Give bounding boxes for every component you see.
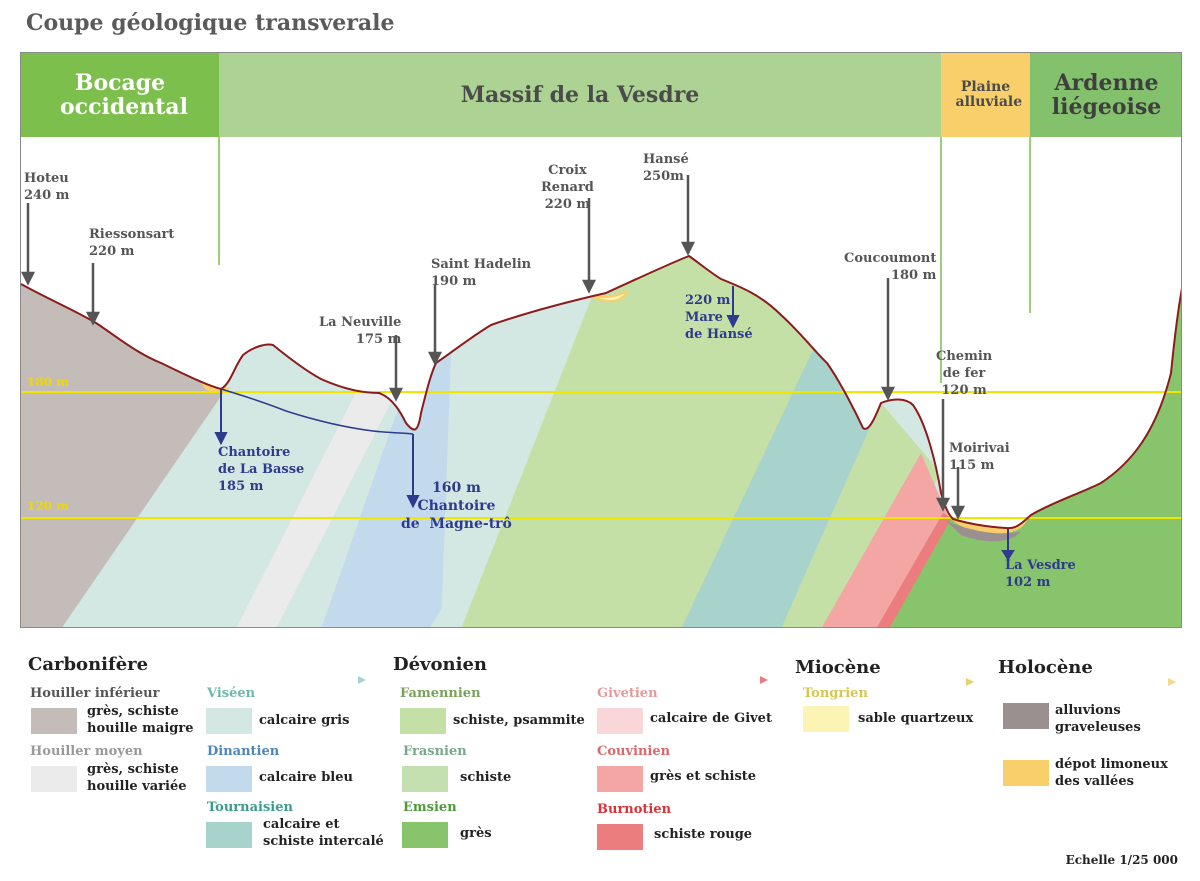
legend-text-frasnien: schiste: [460, 770, 512, 785]
legend-label-couvinien: Couvinien: [597, 744, 671, 759]
level-180: 180 m: [27, 375, 69, 389]
legend-text-viseen: calcaire gris: [259, 713, 350, 728]
legend-text-burnotien: schiste rouge: [654, 827, 753, 842]
level-120: 120 m: [27, 499, 69, 513]
swatch-couvinien: [597, 766, 643, 792]
legend-text-famennien: schiste, psammite: [453, 713, 585, 728]
legend-text-dinantien: calcaire bleu: [259, 770, 353, 785]
place-croix-renard: Croix Renard 220 m: [541, 163, 594, 212]
region-ardenne-liegeoise: Ardenne liégeoise: [1030, 53, 1181, 137]
swatch-houiller-inferieur: [31, 708, 77, 734]
swatch-dinantien: [206, 766, 252, 792]
region-label: Ardenne liégeoise: [1051, 69, 1162, 120]
water-chantoire-basse: Chantoire de La Basse 185 m: [218, 445, 305, 494]
legend-label-famennien: Famennien: [400, 686, 481, 701]
legend-label-givetien: Givetien: [597, 686, 658, 701]
legend-title-miocene: Miocène: [795, 657, 881, 678]
legend-text-tongrien: sable quartzeux: [858, 711, 974, 726]
region-plaine-alluviale: Plaine alluviale: [941, 53, 1030, 137]
water-chantoire-magne: 160 m Chantoire de Magne-trô: [401, 480, 512, 533]
legend-text-alluvions: alluvions graveleuses: [1055, 703, 1141, 735]
place-hoteu: Hoteu 240 m: [24, 171, 70, 203]
legend-title-holocene: Holocène: [998, 657, 1093, 678]
legend-text-depot: dépot limoneux des vallées: [1055, 757, 1168, 789]
legend-label-tournaisien: Tournaisien: [207, 800, 293, 815]
swatch-alluvions-graveleuses: [1003, 703, 1049, 729]
legend-label-frasnien: Frasnien: [403, 744, 467, 759]
swatch-burnotien: [597, 824, 643, 850]
place-saint-hadelin: Saint Hadelin 190 m: [431, 257, 532, 289]
region-label: Plaine alluviale: [955, 78, 1023, 110]
legend-text-houiller-inferieur: grès, schiste houille maigre: [87, 704, 194, 736]
swatch-emsien: [402, 822, 448, 848]
swatch-depot-limoneux: [1003, 760, 1049, 786]
geologic-cross-section: [21, 137, 1181, 627]
legend-text-couvinien: grès et schiste: [650, 769, 757, 784]
place-coucoumont: Coucoumont 180 m: [844, 251, 937, 283]
place-riessonsart: Riessonsart 220 m: [89, 227, 175, 259]
legend-label-burnotien: Burnotien: [597, 802, 672, 817]
region-label: Bocage occidental: [60, 69, 188, 120]
legend-text-givetien: calcaire de Givet: [650, 711, 772, 726]
legend-label-houiller-moyen: Houiller moyen: [30, 744, 143, 759]
legend-text-tournaisien: calcaire et schiste intercalé: [263, 817, 384, 849]
legend-label-houiller-inferieur: Houiller inférieur: [30, 686, 160, 701]
place-la-neuville: La Neuville 175 m: [319, 315, 402, 347]
water-vesdre: La Vesdre 102 m: [1005, 558, 1076, 590]
region-bocage-occidental: Bocage occidental: [21, 53, 219, 137]
swatch-givetien: [597, 708, 643, 734]
swatch-houiller-moyen: [31, 766, 77, 792]
legend-text-houiller-moyen: grès, schiste houille variée: [87, 762, 187, 794]
place-moirivai: Moirivai 115 m: [949, 441, 1010, 473]
legend-title-carbonifere: Carbonifère: [28, 654, 149, 675]
swatch-tournaisien: [206, 822, 252, 848]
swatch-viseen: [206, 708, 252, 734]
water-mare-hanse: 220 m Mare de Hansé: [685, 293, 753, 342]
scale-label: Echelle 1/25 000: [1065, 853, 1178, 867]
legend-label-tongrien: Tongrien: [803, 686, 868, 701]
place-hanse: Hansé 250m: [643, 152, 689, 184]
place-chemin-de-fer: Chemin de fer 120 m: [936, 349, 993, 398]
page-title: Coupe géologique transverale: [26, 10, 395, 36]
legend-label-emsien: Emsien: [403, 800, 457, 815]
legend-label-viseen: Viséen: [207, 686, 256, 701]
legend-label-dinantien: Dinantien: [207, 744, 280, 759]
swatch-frasnien: [402, 766, 448, 792]
swatch-tongrien: [803, 706, 849, 732]
cross-section: Bocage occidental Massif de la Vesdre Pl…: [20, 52, 1182, 628]
legend-text-emsien: grès: [460, 826, 492, 841]
swatch-famennien: [400, 708, 446, 734]
region-massif-vesdre: Massif de la Vesdre: [219, 53, 941, 137]
legend-title-devonien: Dévonien: [393, 654, 487, 675]
region-label: Massif de la Vesdre: [460, 81, 700, 108]
